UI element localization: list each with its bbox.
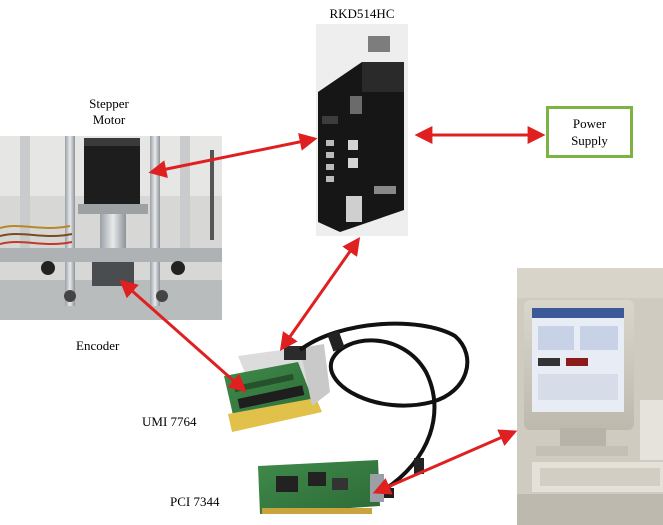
rkd514hc-driver-photo: [316, 24, 408, 236]
driver-label: RKD514HC: [329, 6, 395, 21]
pci-7344-card-photo: [258, 460, 394, 514]
computer-photo: [517, 268, 663, 525]
arrow-driver-umi: [279, 237, 361, 351]
arrow-motor-driver: [148, 133, 318, 178]
stepper-motor-label-line1: Stepper: [89, 96, 129, 111]
connection-arrows: [119, 126, 546, 495]
stepper-motor-label: Stepper Motor: [64, 96, 154, 128]
power-supply-label-line2: Supply: [571, 133, 608, 148]
arrow-pci-computer: [372, 429, 518, 495]
interface-cable: [298, 321, 470, 492]
umi-7764-board-photo: [224, 344, 330, 432]
stepper-motor-label-line2: Motor: [92, 112, 126, 127]
arrow-encoder-umi: [119, 279, 247, 393]
pci-label: PCI 7344: [170, 494, 220, 509]
power-supply-box: Power Supply: [546, 106, 633, 158]
umi-label: UMI 7764: [142, 414, 197, 429]
power-supply-label-line1: Power: [572, 116, 607, 131]
encoder-label: Encoder: [76, 338, 120, 353]
